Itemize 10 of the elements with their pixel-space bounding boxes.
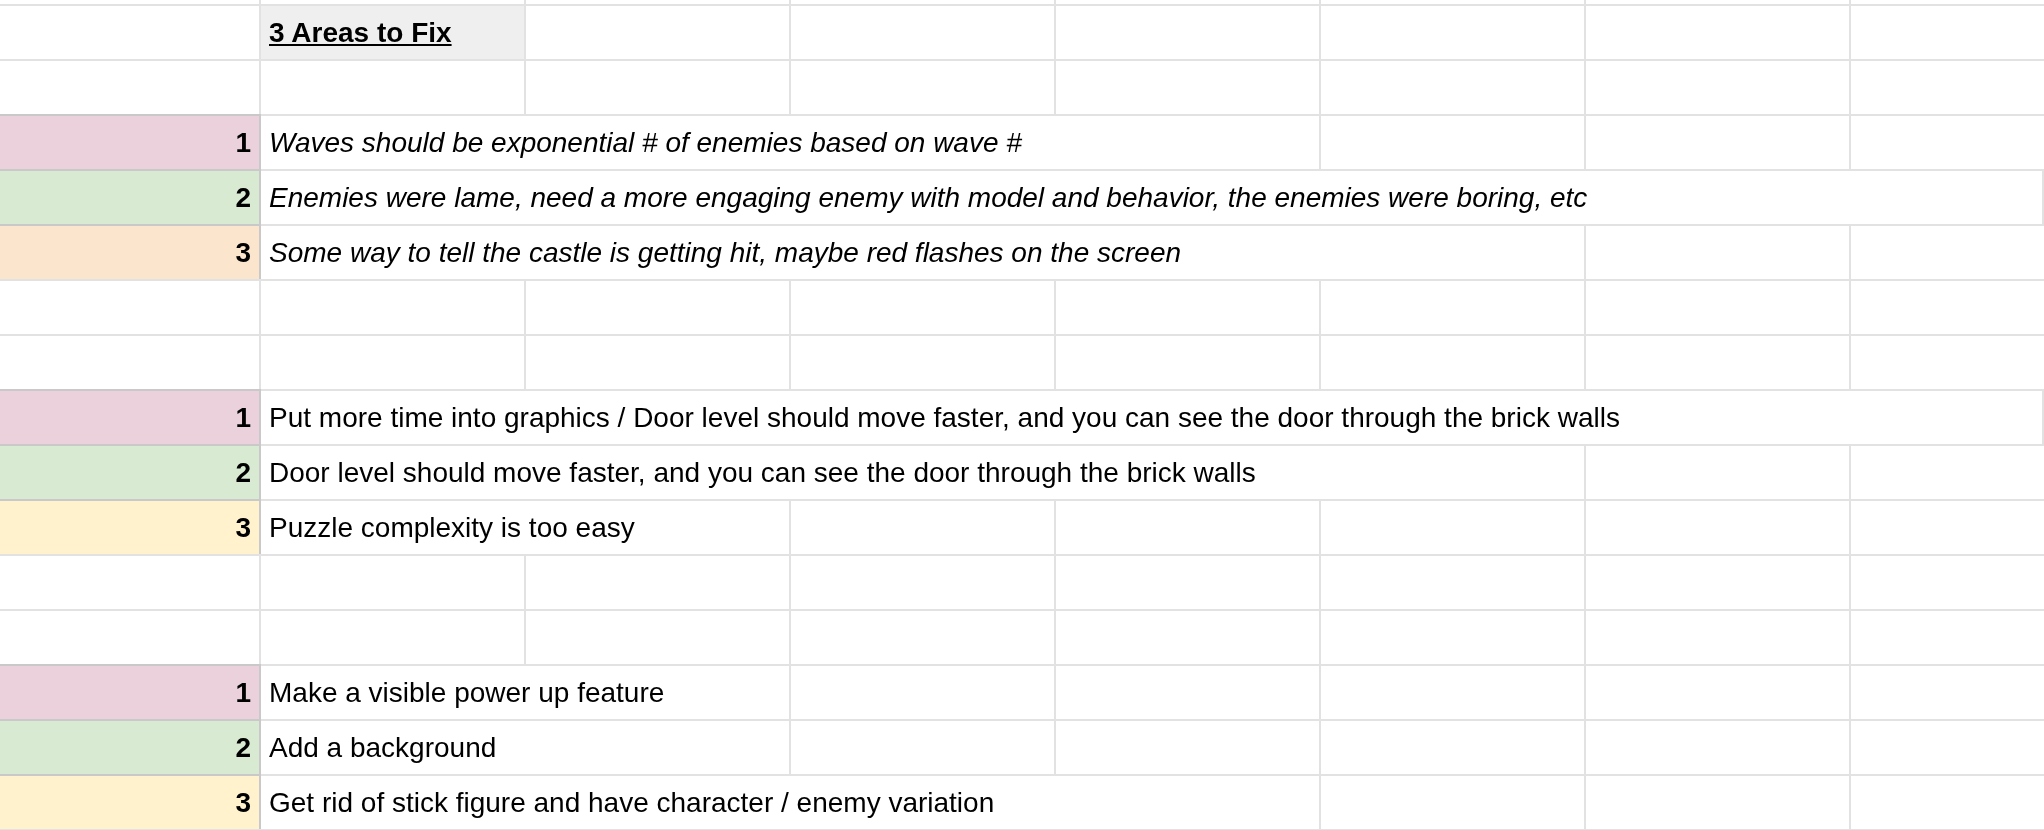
row-number: 3 xyxy=(0,499,261,554)
row-number: 1 xyxy=(0,664,261,719)
row-number: 2 xyxy=(0,169,261,224)
row-number: 1 xyxy=(0,389,261,444)
row-number: 1 xyxy=(0,114,261,169)
row-number: 3 xyxy=(0,224,261,279)
row-number: 2 xyxy=(0,444,261,499)
row-number: 3 xyxy=(0,774,261,829)
row-number: 2 xyxy=(0,719,261,774)
sheet-title: 3 Areas to Fix xyxy=(261,4,526,59)
